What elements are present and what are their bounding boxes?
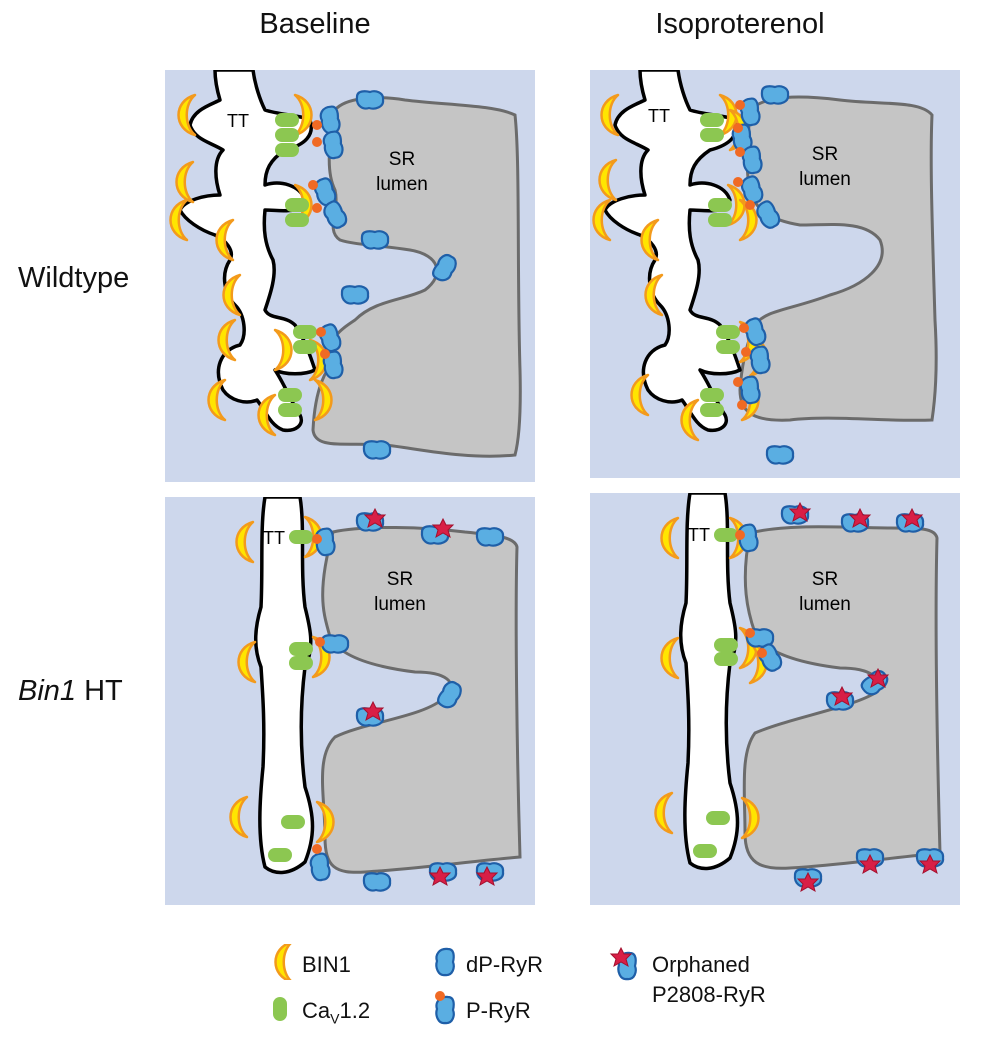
t-tubule	[603, 70, 742, 433]
cav-channel-icon	[268, 848, 292, 862]
phospho-site	[733, 123, 743, 133]
panel-wildtype-baseline: TT SR lumen	[165, 70, 535, 482]
ryr-icon	[362, 440, 392, 460]
ryr-icon	[355, 90, 385, 110]
legend-orphaned-label-line2: P2808-RyR	[652, 982, 766, 1007]
legend-orphaned-label-line1: Orphaned	[652, 952, 750, 977]
panel-wildtype-isoproterenol: TT SR lumen	[590, 70, 960, 478]
phospho-site	[312, 534, 322, 544]
cav-channel-icon	[714, 638, 738, 652]
sr-label-line2: lumen	[799, 594, 851, 615]
sr-label-line1: SR	[812, 569, 838, 590]
cav-channel-icon	[700, 388, 724, 402]
phospho-site	[737, 400, 747, 410]
sr-label-line2: lumen	[374, 594, 426, 615]
row-header-gene: Bin1	[18, 675, 77, 707]
sr-lumen	[311, 96, 522, 458]
ryr-icon	[362, 872, 392, 892]
phospho-site	[741, 347, 751, 357]
sr-label-line1: SR	[387, 569, 413, 590]
legend-orphaned-icon	[610, 947, 637, 981]
row-header-wildtype: Wildtype	[18, 262, 130, 294]
tt-label: TT	[263, 528, 285, 548]
legend-p-ryr-icon	[435, 991, 455, 1025]
cav-channel-icon	[714, 528, 738, 542]
cav-channel-icon	[278, 403, 302, 417]
cav-channel-icon	[293, 340, 317, 354]
column-header-baseline: Baseline	[259, 8, 371, 40]
sr-label-line2: lumen	[376, 174, 428, 195]
cav-channel-icon	[275, 128, 299, 142]
t-tubule	[254, 497, 315, 875]
legend-dp-ryr-icon	[435, 947, 455, 977]
cav-channel-icon	[293, 325, 317, 339]
phospho-site	[308, 180, 318, 190]
phospho-site	[735, 100, 745, 110]
cav-channel-icon	[285, 213, 309, 227]
phospho-site	[312, 120, 322, 130]
ryr-icon	[340, 285, 370, 305]
cav-channel-icon	[708, 213, 732, 227]
ryr-icon	[320, 634, 350, 654]
phospho-site	[733, 177, 743, 187]
panel-bin1ht-baseline: TT SR lumen	[165, 497, 535, 905]
sr-lumen	[742, 525, 942, 870]
cav-channel-icon	[700, 113, 724, 127]
phospho-site	[757, 648, 767, 658]
phospho-site	[320, 349, 330, 359]
cav-channel-icon	[281, 815, 305, 829]
phospho-site	[316, 327, 326, 337]
sr-label-line2: lumen	[799, 169, 851, 190]
phospho-site	[745, 628, 755, 638]
legend-cav-sub: V	[330, 1010, 340, 1027]
phospho-site	[739, 323, 749, 333]
phospho-site	[312, 203, 322, 213]
legend-dp-ryr-label: dP-RyR	[466, 952, 544, 977]
legend-cav-icon	[273, 997, 287, 1021]
legend-bin1-label: BIN1	[302, 952, 351, 977]
legend-p-ryr-label: P-RyR	[466, 998, 531, 1023]
column-header-isoproterenol: Isoproterenol	[655, 8, 825, 40]
panel-bin1ht-isoproterenol: TT SR lumen	[590, 493, 960, 905]
row-header-genotype: HT	[76, 675, 123, 707]
tt-label: TT	[227, 111, 249, 131]
cav-channel-icon	[275, 143, 299, 157]
t-tubule	[679, 493, 740, 871]
ryr-icon	[475, 527, 505, 547]
cav-channel-icon	[714, 652, 738, 666]
cav-channel-icon	[700, 403, 724, 417]
phospho-site	[312, 844, 322, 854]
legend-cav-label: CaV1.2	[302, 998, 370, 1026]
phospho-site	[735, 147, 745, 157]
legend-cav-suffix: 1.2	[339, 998, 371, 1023]
cav-channel-icon	[275, 113, 299, 127]
cav-channel-icon	[289, 656, 313, 670]
cav-channel-icon	[700, 128, 724, 142]
cav-channel-icon	[289, 642, 313, 656]
cav-channel-icon	[289, 530, 313, 544]
ryr-icon	[765, 445, 795, 465]
cav-channel-icon	[693, 844, 717, 858]
phospho-site	[315, 637, 325, 647]
cav-channel-icon	[708, 198, 732, 212]
sr-label-line1: SR	[812, 144, 838, 165]
ryr-icon	[760, 85, 790, 105]
phospho-site	[745, 200, 755, 210]
cav-channel-icon	[716, 325, 740, 339]
row-header-bin1-ht: Bin1 HT	[18, 675, 123, 708]
ryr-icon	[360, 230, 390, 250]
cav-channel-icon	[285, 198, 309, 212]
phospho-site	[735, 530, 745, 540]
sr-label-line1: SR	[389, 149, 415, 170]
cav-channel-icon	[706, 811, 730, 825]
legend-bin1-icon	[274, 944, 294, 980]
cav-channel-icon	[278, 388, 302, 402]
phospho-site	[733, 377, 743, 387]
cav-channel-icon	[716, 340, 740, 354]
tt-label: TT	[648, 106, 670, 126]
tt-label: TT	[688, 525, 710, 545]
phospho-site	[312, 137, 322, 147]
legend-cav-prefix: Ca	[302, 998, 331, 1023]
